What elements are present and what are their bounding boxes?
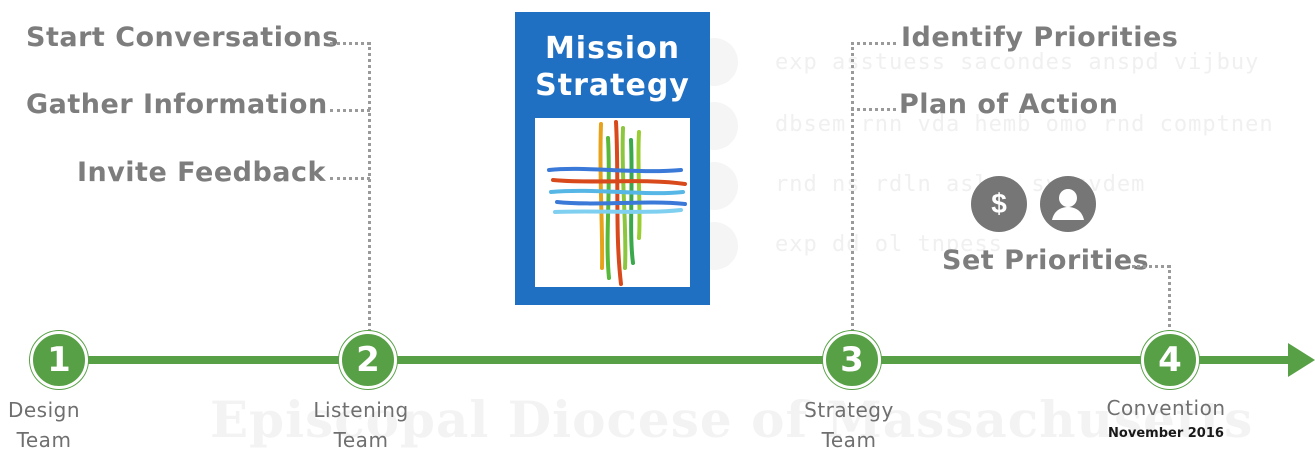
connector-line <box>330 109 370 112</box>
timeline-label-line: Team <box>333 428 389 452</box>
watermark-line: exp asstuess sacondes anspd vijbuy <box>775 50 1260 75</box>
listening-item: Invite Feedback <box>76 157 326 188</box>
timeline-label-line: Listening <box>313 398 409 422</box>
mission-title-line: Strategy <box>535 68 690 103</box>
strategy-item: Identify Priorities <box>901 22 1179 53</box>
timeline-label-2: Listening Team <box>281 395 441 455</box>
mission-strategy-box: Mission Strategy <box>515 12 710 305</box>
strategy-item: Plan of Action <box>899 89 1119 120</box>
timeline-arrow-icon <box>1288 343 1315 377</box>
watermark-line: exp dd ol tnpess <box>775 232 1003 257</box>
timeline-label-1: Design Team <box>0 395 124 455</box>
watermark-line: dbsem rnn vda hemb omo rnd comptnent <box>775 112 1275 137</box>
timeline-sublabel-4: November 2016 <box>1108 426 1224 441</box>
listening-item: Gather Information <box>26 89 328 120</box>
timeline-label-4: Convention <box>1086 393 1246 423</box>
timeline-node-1: 1 <box>30 331 88 389</box>
mission-title: Mission Strategy <box>515 30 710 104</box>
timeline-bar <box>30 356 1292 364</box>
connector-line <box>851 42 854 332</box>
connector-line <box>1168 265 1171 333</box>
dollar-icon: $ <box>971 176 1027 232</box>
connector-line <box>851 42 896 45</box>
person-icon <box>1040 176 1096 232</box>
set-priorities-label: Set Priorities <box>942 245 1150 276</box>
timeline-label-line: Strategy <box>804 398 894 422</box>
connector-line <box>1132 265 1170 268</box>
timeline-node-2: 2 <box>339 331 397 389</box>
timeline-label-line: Team <box>16 428 72 452</box>
timeline-label-line: Design <box>7 398 81 422</box>
woven-cross-logo <box>535 118 690 287</box>
mission-title-line: Mission <box>544 31 681 66</box>
listening-item: Start Conversations <box>26 22 339 53</box>
connector-line <box>851 108 896 111</box>
watermark-title: Episcopal Diocese of Massachusetts <box>210 390 1254 449</box>
connector-line <box>330 42 370 45</box>
connector-line <box>330 177 370 180</box>
timeline-label-line: Convention <box>1106 396 1226 420</box>
timeline-node-4: 4 <box>1141 331 1199 389</box>
timeline-node-3: 3 <box>823 331 881 389</box>
connector-line <box>368 42 371 332</box>
timeline-label-line: Team <box>821 428 877 452</box>
timeline-label-3: Strategy Team <box>769 395 929 455</box>
